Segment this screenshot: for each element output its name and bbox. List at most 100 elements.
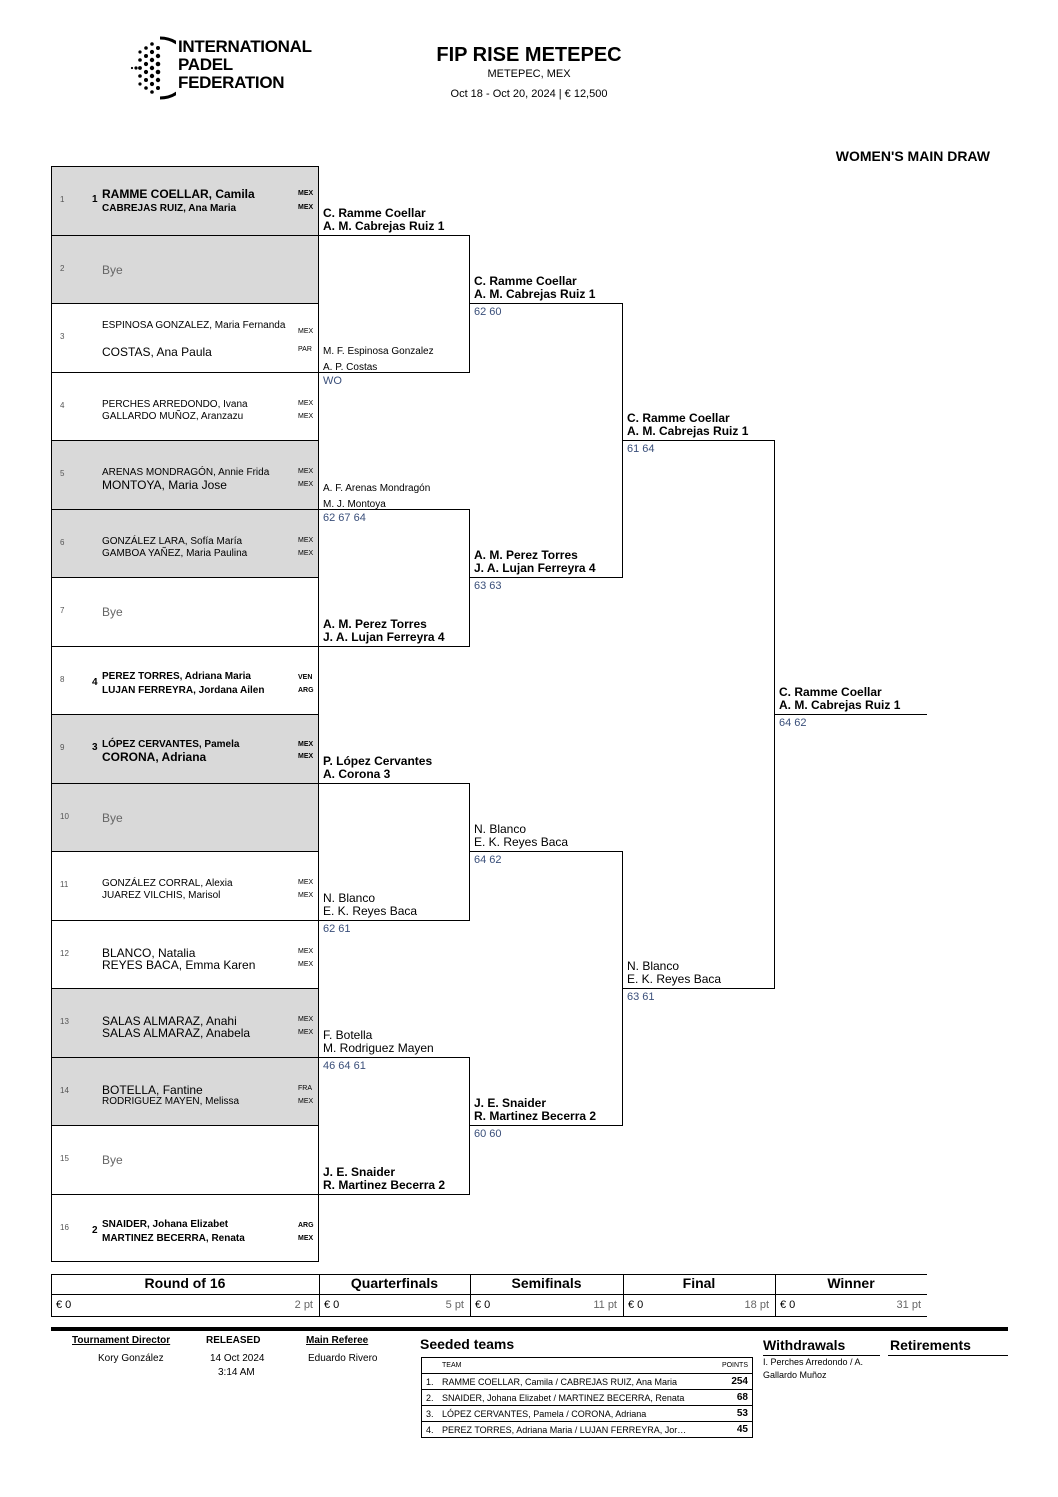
- rounds-mid-line: [51, 1294, 927, 1295]
- tournament-location: METEPEC, MEX: [487, 68, 571, 80]
- seed-number: 3: [92, 742, 98, 753]
- player-1-name: GONZÁLEZ CORRAL, Alexia: [102, 878, 233, 889]
- player-1-country: MEX: [298, 741, 314, 748]
- player-1-country: FRA: [298, 1084, 312, 1092]
- table-row: 2. SNAIDER, Johana Elizabet / MARTINEZ B…: [421, 1389, 753, 1406]
- bracket-connector: [469, 508, 470, 646]
- bracket-connector: [469, 234, 470, 372]
- entry-number: 14: [60, 1085, 69, 1095]
- round-divider: [470, 1274, 471, 1316]
- round-points: 2 pt: [294, 1299, 313, 1311]
- winner-name-2: E. K. Reyes Baca: [627, 972, 722, 986]
- round-prize: € 0: [324, 1299, 340, 1311]
- bye-label: Bye: [102, 1153, 123, 1167]
- seed-number: 3.: [421, 1405, 438, 1422]
- bracket-line: [470, 1125, 623, 1126]
- player-2-country: MEX: [298, 481, 314, 488]
- rounds-top-line: [51, 1274, 927, 1275]
- table-row: 3. LÓPEZ CERVANTES, Pamela / CORONA, Adr…: [421, 1405, 753, 1422]
- player-1-name: BLANCO, Natalia: [102, 945, 196, 960]
- entry-number: 1: [60, 195, 65, 204]
- player-1-country: MEX: [298, 328, 314, 335]
- bracket-line: [775, 714, 927, 715]
- winner-name-1: N. Blanco: [323, 890, 376, 905]
- seed-number: 4: [92, 676, 98, 688]
- player-1-name: SALAS ALMARAZ, Anahi: [102, 1014, 237, 1028]
- round-prize: € 0: [780, 1299, 796, 1311]
- seed-number: 1.: [421, 1373, 438, 1390]
- bracket-connector: [622, 303, 623, 577]
- seeded-teams-table: TEAM POINTS 1. RAMME COELLAR, Camila / C…: [421, 1357, 753, 1438]
- match-score: 61 64: [627, 443, 655, 455]
- bracket-line: [319, 919, 470, 921]
- player-2-name: SALAS ALMARAZ, Anabela: [102, 1026, 251, 1040]
- bye-label: Bye: [102, 262, 123, 277]
- winner-name-1: A. M. Perez Torres: [474, 548, 578, 562]
- winner-name-2: A. Corona 3: [323, 766, 391, 781]
- round-header: Quarterfinals: [350, 1275, 439, 1291]
- seeded-teams-title: Seeded teams: [420, 1336, 515, 1352]
- winner-name-2: J. A. Lujan Ferreyra 4: [323, 629, 445, 644]
- bracket-line: [319, 782, 470, 784]
- logo-line-1: INTERNATIONAL: [178, 37, 312, 56]
- bracket-connector: [622, 851, 623, 1125]
- footer-rule: [51, 1327, 1008, 1331]
- bracket-line: [319, 508, 470, 510]
- player-1-country: MEX: [298, 190, 314, 197]
- player-1-country: ARG: [298, 1221, 314, 1229]
- seed-number: 4.: [421, 1421, 438, 1438]
- withdrawals-title: Withdrawals: [763, 1337, 846, 1353]
- winner-name-2: A. P. Costas: [323, 361, 378, 373]
- entry-number: 3: [60, 332, 65, 341]
- tournament-title: FIP RISE METEPEC: [436, 44, 622, 66]
- referee-name: Eduardo Rivero: [308, 1353, 378, 1364]
- round-points: 18 pt: [744, 1299, 769, 1311]
- seed-team: LÓPEZ CERVANTES, Pamela / CORONA, Adrian…: [438, 1405, 715, 1422]
- player-2-country: MEX: [298, 549, 314, 557]
- player-2-name: GALLARDO MUÑOZ, Aranzazu: [102, 410, 244, 422]
- player-1-country: VEN: [298, 673, 313, 681]
- round-header: Winner: [827, 1275, 875, 1291]
- entry-number: 4: [60, 400, 65, 410]
- player-2-country: ARG: [298, 686, 314, 694]
- tournament-dates: Oct 18 - Oct 20, 2024 | € 12,500: [450, 88, 608, 100]
- round-header: Final: [682, 1275, 716, 1291]
- rounds-bottom-line: [51, 1316, 927, 1317]
- ipf-logo: INTERNATIONAL PADEL FEDERATION: [126, 36, 312, 100]
- player-2-country: MEX: [298, 892, 314, 899]
- round-divider: [319, 1274, 320, 1316]
- player-2-name: JUAREZ VILCHIS, Marisol: [102, 890, 221, 901]
- winner-name-1: C. Ramme Coellar: [779, 685, 882, 699]
- match-score: 63 61: [627, 991, 655, 1003]
- winner-name-1: P. López Cervantes: [323, 753, 433, 768]
- bracket-connector: [774, 440, 775, 988]
- round-divider: [775, 1274, 776, 1316]
- player-2-name: COSTAS, Ana Paula: [102, 345, 212, 359]
- winner-name-1: A. M. Perez Torres: [323, 616, 427, 631]
- entry-number: 10: [60, 811, 69, 821]
- bracket-line: [470, 851, 623, 852]
- player-2-name: MARTINEZ BECERRA, Renata: [102, 1232, 245, 1244]
- entry-number: 2: [60, 263, 65, 273]
- player-2-name: REYES BACA, Emma Karen: [102, 957, 256, 972]
- seed-points: 254: [714, 1373, 753, 1390]
